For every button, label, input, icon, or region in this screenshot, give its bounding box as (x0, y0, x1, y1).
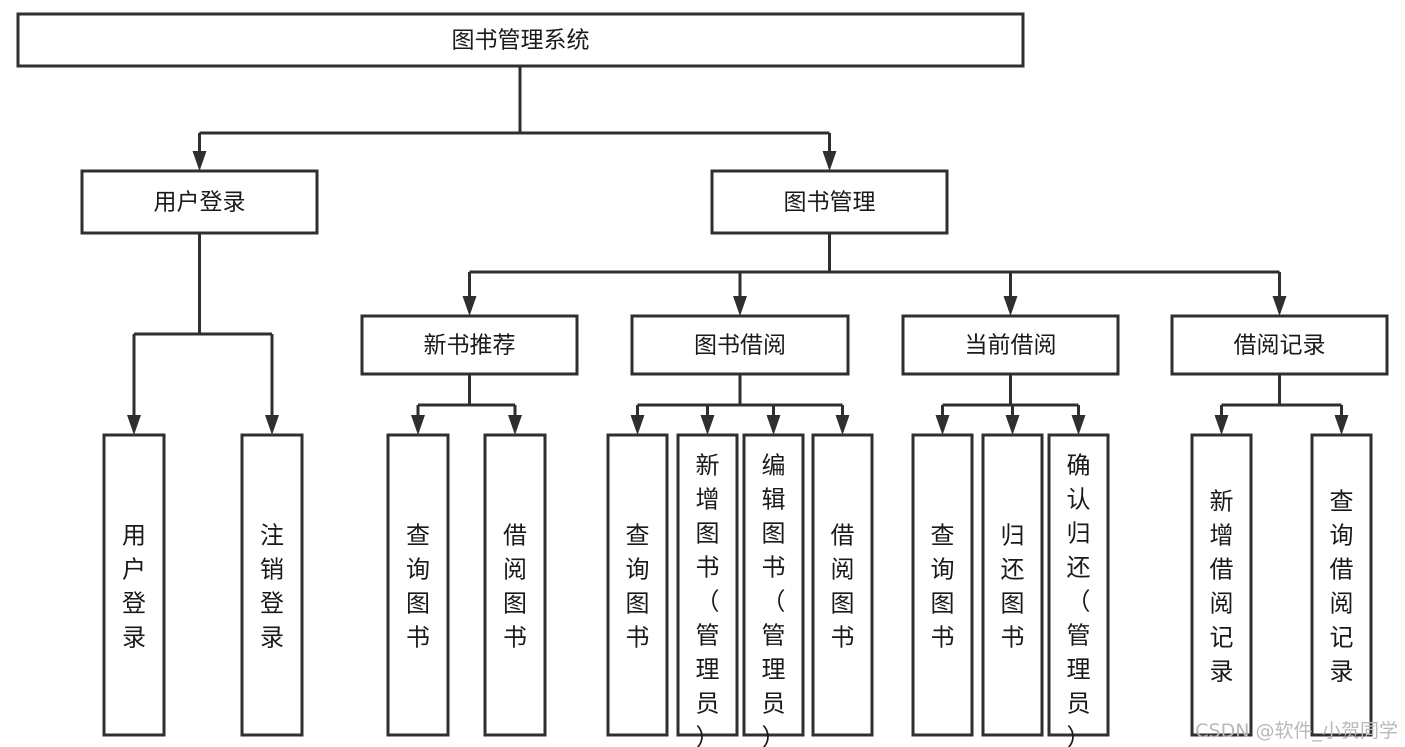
node-label-leaf-add-record: 新增借阅记录 (1210, 488, 1234, 686)
node-leaf-user-login[interactable]: 用户登录 (102, 433, 166, 737)
connector-group-root (192, 66, 837, 171)
arrow-head-icon (127, 415, 141, 435)
node-box-leaf-query-book-current (911, 433, 974, 737)
arrow-head-icon (265, 415, 279, 435)
node-new-book-recommend[interactable]: 新书推荐 (360, 314, 579, 376)
node-box-leaf-return-book (981, 433, 1044, 737)
watermark-label: CSDN @软件_小贺同学 (1195, 720, 1398, 742)
node-label-leaf-user-login: 用户登录 (122, 522, 146, 652)
node-leaf-query-book-rec[interactable]: 查询图书 (386, 433, 450, 737)
arrow-head-icon (630, 415, 645, 435)
node-leaf-logout[interactable]: 注销登录 (240, 433, 304, 737)
node-box-new-book-recommend (360, 314, 579, 376)
arrow-head-icon (935, 415, 950, 435)
node-box-leaf-query-record (1310, 433, 1373, 737)
arrow-head-icon (822, 151, 837, 171)
node-box-book-management (710, 169, 949, 235)
node-label-leaf-add-book: 新增图书（管理员） (696, 452, 720, 747)
node-box-leaf-logout (240, 433, 304, 737)
node-box-leaf-edit-book (742, 433, 805, 737)
node-root[interactable]: 图书管理系统 (16, 12, 1025, 68)
connector-group-current-borrow (935, 374, 1086, 435)
node-label-new-book-recommend: 新书推荐 (424, 333, 516, 359)
arrow-head-icon (1272, 296, 1287, 316)
node-box-leaf-borrow-book (811, 433, 874, 737)
node-label-leaf-edit-book: 编辑图书（管理员） (762, 452, 786, 747)
node-label-leaf-query-book-current: 查询图书 (931, 522, 955, 652)
arrow-head-icon (766, 415, 781, 435)
node-box-root (16, 12, 1025, 68)
node-leaf-query-book-current[interactable]: 查询图书 (911, 433, 974, 737)
node-box-book-borrow (630, 314, 850, 376)
arrow-head-icon (462, 296, 477, 316)
arrow-head-icon (1071, 415, 1086, 435)
node-leaf-edit-book[interactable]: 编辑图书（管理员） (742, 433, 805, 747)
connector-group-new-book-recommend (411, 374, 522, 435)
arrow-head-icon (1334, 415, 1349, 435)
node-leaf-add-book[interactable]: 新增图书（管理员） (676, 433, 739, 747)
arrow-head-icon (411, 415, 425, 435)
arrow-head-icon (733, 296, 747, 316)
node-label-book-borrow: 图书借阅 (694, 333, 786, 359)
connector-group-book-management (462, 233, 1287, 316)
node-leaf-return-book[interactable]: 归还图书 (981, 433, 1044, 737)
node-leaf-confirm-return[interactable]: 确认归还（管理员） (1047, 433, 1110, 747)
node-label-leaf-borrow-book: 借阅图书 (831, 522, 855, 652)
arrow-head-icon (508, 415, 522, 435)
node-leaf-query-book-borrow[interactable]: 查询图书 (606, 433, 669, 737)
node-box-current-borrow (901, 314, 1120, 376)
node-borrow-records[interactable]: 借阅记录 (1170, 314, 1389, 376)
node-box-leaf-query-book-rec (386, 433, 450, 737)
node-label-leaf-return-book: 归还图书 (1001, 522, 1025, 652)
node-box-leaf-add-book (676, 433, 739, 737)
node-leaf-borrow-book[interactable]: 借阅图书 (811, 433, 874, 737)
node-label-leaf-query-record: 查询借阅记录 (1330, 488, 1354, 686)
connector-group-borrow-records (1214, 374, 1349, 435)
connectors-layer (127, 66, 1349, 435)
connector-group-user-login (127, 233, 279, 435)
arrow-head-icon (700, 415, 715, 435)
node-label-leaf-borrow-book-rec: 借阅图书 (503, 522, 527, 652)
node-label-leaf-query-book-borrow: 查询图书 (626, 522, 650, 652)
node-box-leaf-user-login (102, 433, 166, 737)
node-user-login[interactable]: 用户登录 (80, 169, 319, 235)
node-leaf-add-record[interactable]: 新增借阅记录 (1190, 433, 1253, 737)
node-book-borrow[interactable]: 图书借阅 (630, 314, 850, 376)
node-label-leaf-logout: 注销登录 (260, 522, 284, 652)
arrow-head-icon (1005, 415, 1020, 435)
nodes-layer: 图书管理系统用户登录图书管理新书推荐图书借阅当前借阅借阅记录用户登录注销登录查询… (16, 12, 1389, 747)
arrow-head-icon (1214, 415, 1229, 435)
node-label-root: 图书管理系统 (452, 28, 590, 54)
connector-group-book-borrow (630, 374, 850, 435)
arrow-head-icon (192, 151, 207, 171)
arrow-head-icon (835, 415, 850, 435)
arrow-head-icon (1003, 296, 1018, 316)
node-label-user-login: 用户登录 (154, 190, 246, 216)
node-leaf-borrow-book-rec[interactable]: 借阅图书 (483, 433, 547, 737)
node-box-leaf-borrow-book-rec (483, 433, 547, 737)
node-box-leaf-add-record (1190, 433, 1253, 737)
node-label-borrow-records: 借阅记录 (1234, 333, 1326, 359)
node-box-borrow-records (1170, 314, 1389, 376)
node-label-leaf-query-book-rec: 查询图书 (406, 522, 430, 652)
node-label-book-management: 图书管理 (784, 190, 876, 216)
node-leaf-query-record[interactable]: 查询借阅记录 (1310, 433, 1373, 737)
node-label-leaf-confirm-return: 确认归还（管理员） (1067, 452, 1091, 747)
node-label-current-borrow: 当前借阅 (965, 333, 1057, 359)
node-current-borrow[interactable]: 当前借阅 (901, 314, 1120, 376)
node-box-leaf-query-book-borrow (606, 433, 669, 737)
node-box-leaf-confirm-return (1047, 433, 1110, 737)
node-book-management[interactable]: 图书管理 (710, 169, 949, 235)
node-box-user-login (80, 169, 319, 235)
